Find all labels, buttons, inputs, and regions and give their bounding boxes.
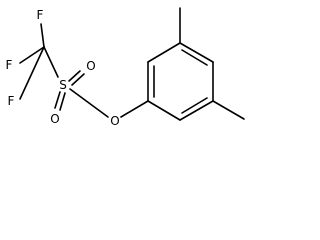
bond-s-o-top-b	[71, 73, 85, 86]
bond-s-o-top-a	[68, 70, 81, 82]
bond-c-f-bottom	[19, 46, 45, 100]
ring-bond-3	[179, 42, 214, 63]
bond-c-f-top	[40, 23, 45, 48]
ring-bond-5	[179, 100, 214, 121]
atom-o-bottom: O	[50, 112, 59, 126]
atom-f-top: F	[37, 8, 44, 22]
atom-o-ether: O	[110, 114, 119, 128]
bond-c-s	[43, 46, 59, 78]
ring-bond-6	[147, 100, 181, 121]
atom-sulfur: S	[59, 78, 67, 92]
structure-diagram: F F F S O O O	[0, 0, 253, 147]
molecule-drawing: F F F S O O O	[6, 7, 245, 128]
bond-s-o-bottom-b	[59, 92, 66, 111]
bond-o-ring	[120, 100, 149, 118]
atom-f-left: F	[6, 58, 13, 72]
atom-o-top: O	[86, 59, 95, 73]
ring-bond-2	[147, 42, 181, 63]
ring-double-bond-right-top	[181, 49, 208, 66]
ring-double-bond-right-bottom	[181, 97, 208, 114]
atom-f-bottom: F	[8, 94, 15, 108]
methyl-right	[212, 100, 245, 120]
bond-s-o-ether	[69, 88, 109, 118]
bond-c-f-left	[19, 46, 45, 64]
bond-s-o-bottom-a	[54, 91, 61, 109]
